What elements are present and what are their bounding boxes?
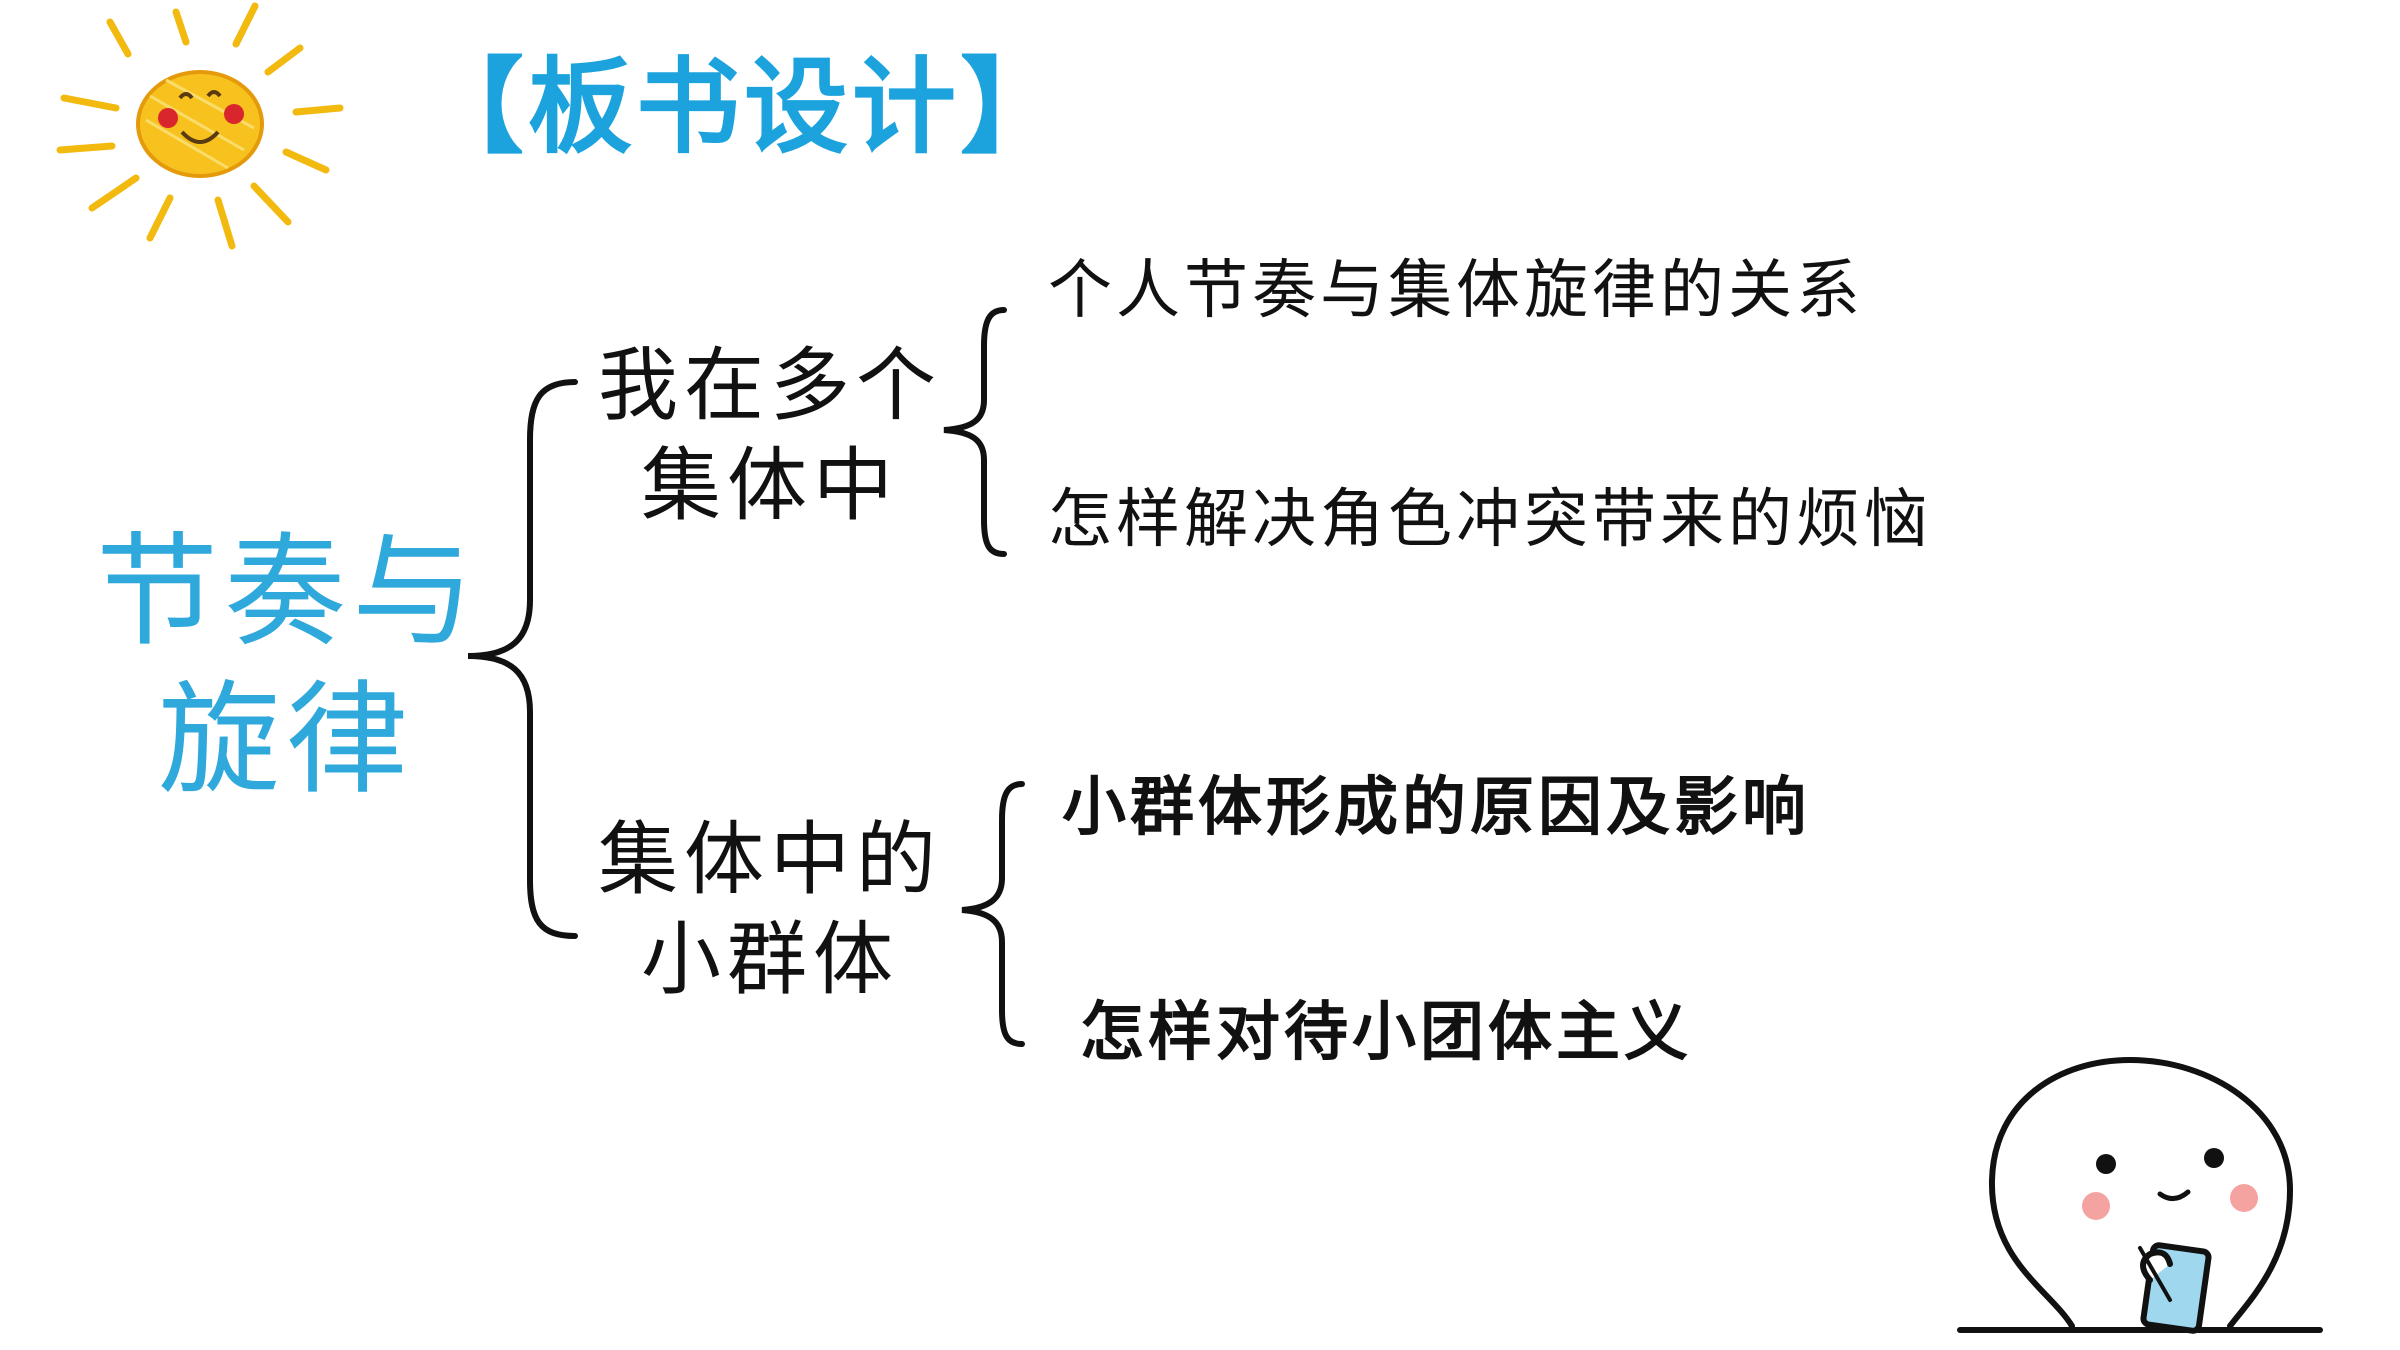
branch-node-2: 集体中的 小群体 [580,810,960,1010]
root-line-2: 旋律 [158,669,414,811]
leaf-node-2-2: 怎样对待小团体主义 [1080,996,1692,1070]
root-line-1: 节奏与 [96,521,480,663]
branch-1-line-1: 我在多个 [598,339,942,432]
leaf-node-1-1: 个人节奏与集体旋律的关系 [1048,254,1864,328]
page-title: 【板书设计】 [420,46,1069,168]
leaf-node-1-2: 怎样解决角色冲突带来的烦恼 [1048,483,1932,557]
leaf-node-2-1: 小群体形成的原因及影响 [1062,771,1810,845]
branch-1-line-2: 集体中 [641,439,899,532]
branch-2-line-2: 小群体 [641,913,899,1006]
upper-brace [943,307,1007,557]
lower-brace [961,781,1025,1047]
branch-2-line-1: 集体中的 [598,813,942,906]
branch-node-1: 我在多个 集体中 [580,336,960,536]
main-brace [467,379,578,939]
sun-icon [56,2,344,250]
root-node: 节奏与 旋律 [96,518,476,814]
